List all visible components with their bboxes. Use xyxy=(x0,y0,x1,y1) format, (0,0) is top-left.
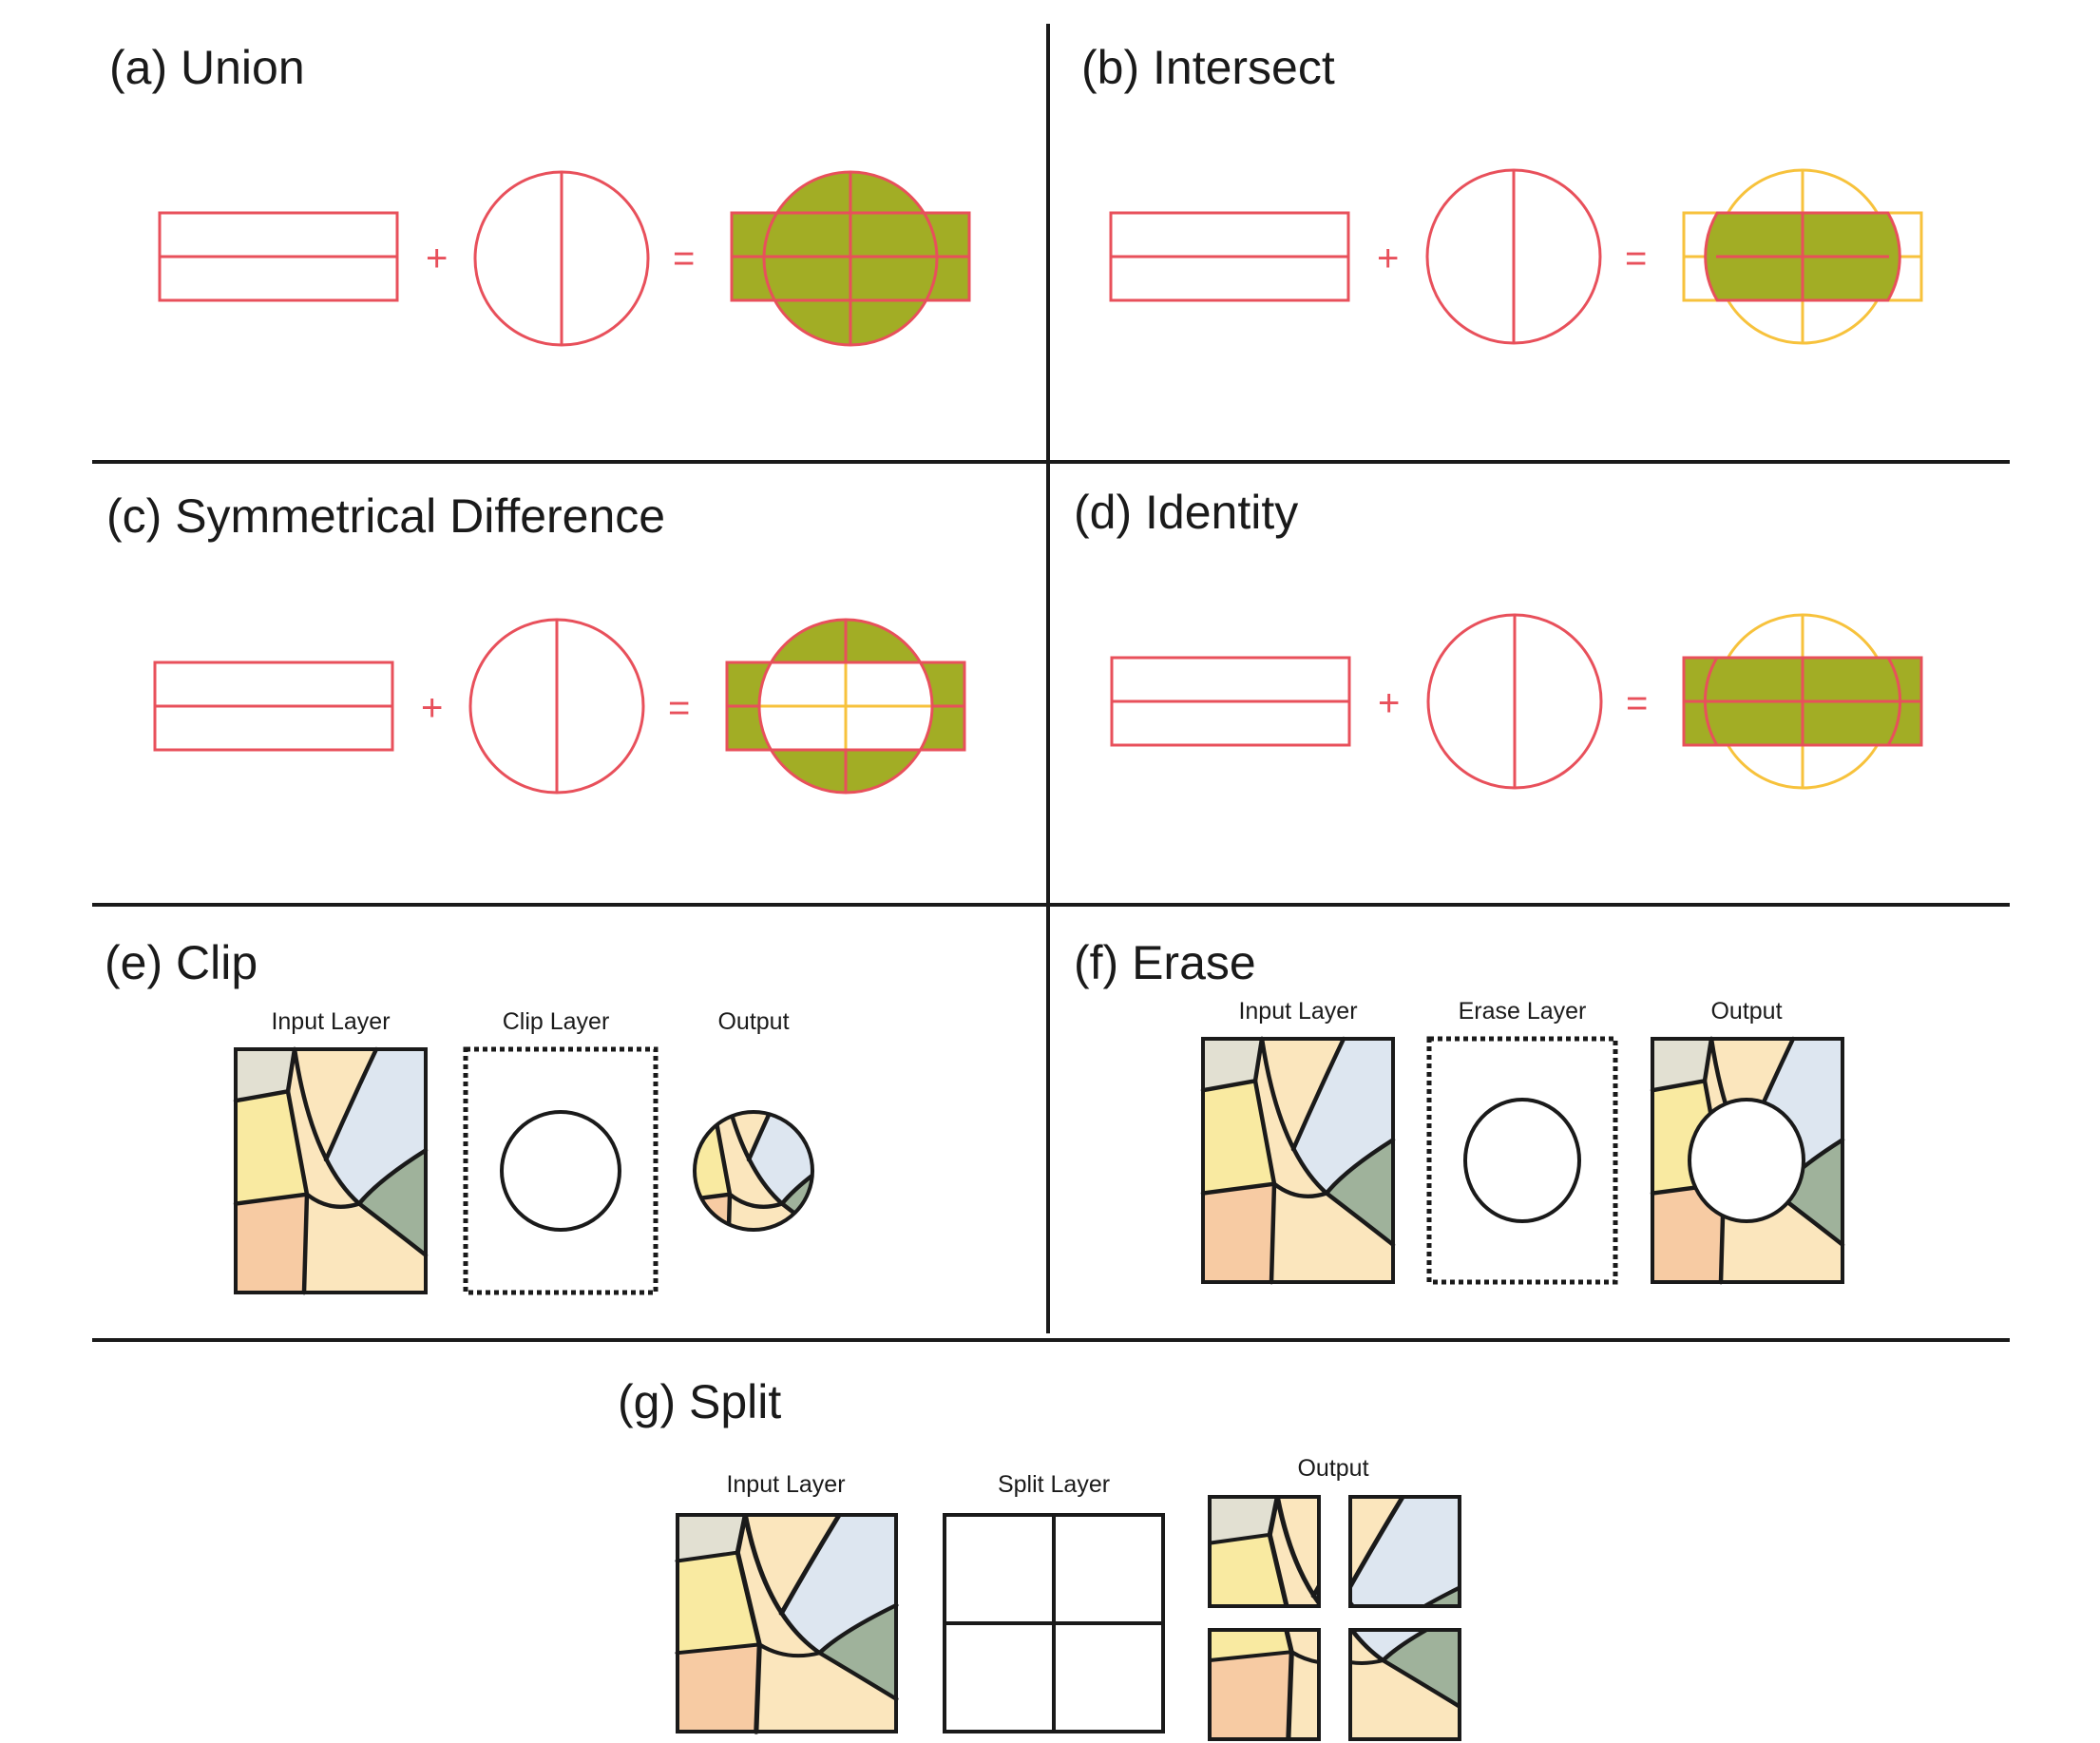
clip-output-map xyxy=(693,1110,814,1232)
identity-equals-sign: = xyxy=(1626,682,1648,724)
panel-title-identity: (d) Identity xyxy=(1074,486,1298,539)
grid-dividers xyxy=(92,24,2010,1342)
clip-output-label: Output xyxy=(717,1008,789,1035)
identity-plus-sign: + xyxy=(1378,682,1400,724)
erase-erase-layer-label: Erase Layer xyxy=(1459,998,1587,1025)
identity-input-rectangle xyxy=(1110,656,1351,747)
split-output-label: Output xyxy=(1297,1455,1368,1482)
split-input-layer-map xyxy=(678,1515,896,1733)
panel-clip: (e) Clip Input Layer Clip Layer Output xyxy=(105,936,814,1295)
panel-symmetrical-difference: (c) Symmetrical Difference + = xyxy=(106,489,966,795)
panel-title-union: (a) Union xyxy=(109,41,305,94)
split-output-pieces xyxy=(1208,1495,1461,1741)
panel-union: (a) Union + = xyxy=(109,41,971,347)
intersect-plus-sign: + xyxy=(1377,238,1399,279)
intersect-input-circle xyxy=(1425,168,1602,345)
erase-input-layer-label: Input Layer xyxy=(1238,998,1357,1025)
symdiff-input-rectangle xyxy=(153,661,394,752)
split-output-piece-top-right xyxy=(1348,1495,1461,1608)
split-output-piece-bottom-left xyxy=(1208,1628,1321,1741)
panel-intersect: (b) Intersect + = xyxy=(1081,41,1923,345)
erase-input-layer-map xyxy=(1203,1039,1393,1282)
union-output xyxy=(730,170,971,347)
panel-title-symmetrical-difference: (c) Symmetrical Difference xyxy=(106,489,665,543)
symdiff-output xyxy=(725,618,966,795)
split-layer-grid xyxy=(943,1513,1165,1733)
panel-erase: (f) Erase Input Layer Erase Layer Output xyxy=(1074,936,1842,1285)
symdiff-input-circle xyxy=(468,618,645,795)
clip-input-layer-map xyxy=(236,1049,426,1293)
panel-split: (g) Split Input Layer Split Layer Output xyxy=(618,1375,1461,1741)
identity-input-circle xyxy=(1426,613,1603,790)
symdiff-plus-sign: + xyxy=(421,687,443,729)
symdiff-equals-sign: = xyxy=(668,687,690,729)
erase-output-label: Output xyxy=(1710,998,1782,1025)
panel-identity: (d) Identity + = xyxy=(1074,486,1923,790)
erase-output-map xyxy=(1652,1039,1842,1282)
union-input-circle xyxy=(473,170,650,347)
split-split-layer-label: Split Layer xyxy=(998,1471,1110,1498)
panel-title-clip: (e) Clip xyxy=(105,936,258,989)
identity-output xyxy=(1682,613,1923,790)
intersect-input-rectangle xyxy=(1109,211,1350,302)
panel-title-intersect: (b) Intersect xyxy=(1081,41,1335,94)
clip-layer-boundary xyxy=(463,1046,659,1295)
union-equals-sign: = xyxy=(673,238,695,279)
union-plus-sign: + xyxy=(426,238,448,279)
clip-clip-layer-label: Clip Layer xyxy=(503,1008,610,1035)
intersect-equals-sign: = xyxy=(1625,238,1647,279)
union-input-rectangle xyxy=(158,211,399,302)
clip-input-layer-label: Input Layer xyxy=(271,1008,390,1035)
split-output-piece-bottom-right xyxy=(1348,1628,1461,1741)
panel-title-split: (g) Split xyxy=(618,1375,781,1428)
intersect-output xyxy=(1682,168,1923,345)
erase-layer-boundary xyxy=(1426,1036,1618,1285)
panel-title-erase: (f) Erase xyxy=(1074,936,1256,989)
split-output-piece-top-left xyxy=(1208,1495,1321,1608)
split-input-layer-label: Input Layer xyxy=(726,1471,845,1498)
